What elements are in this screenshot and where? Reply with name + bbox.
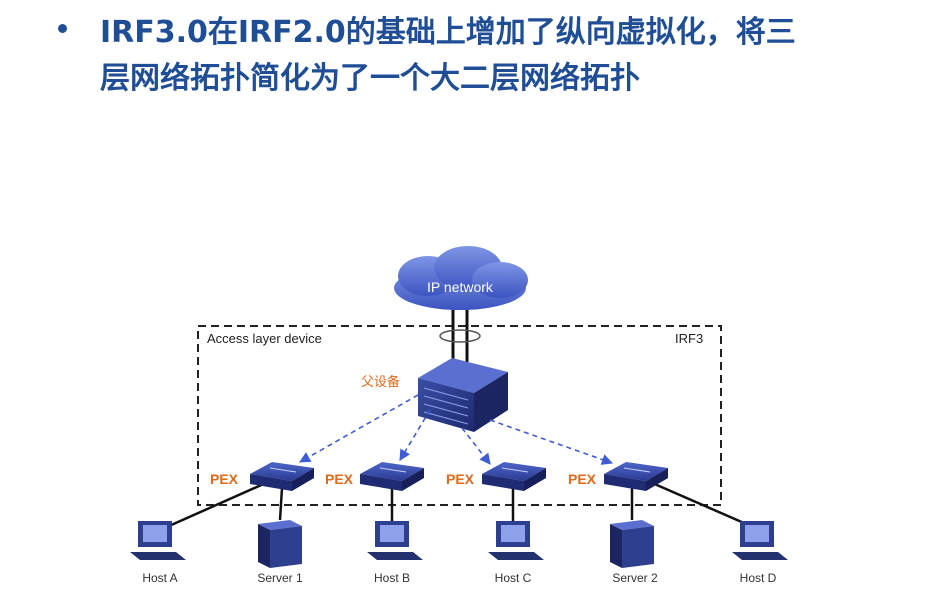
- pex-label-1: PEX: [210, 471, 239, 487]
- server-1-label: Server 1: [257, 571, 303, 585]
- host-c-label: Host C: [495, 571, 532, 585]
- host-d-label: Host D: [740, 571, 777, 585]
- parent-device-label: 父设备: [361, 374, 400, 390]
- bullet-text: IRF3.0在IRF2.0的基础上增加了纵向虚拟化，将三 层网络拓扑简化为了一个…: [100, 10, 900, 102]
- host-c-computer-icon: [488, 521, 544, 560]
- irf3-label: IRF3: [675, 331, 703, 346]
- host-a-label: Host A: [142, 571, 177, 585]
- pex-switch-2-icon: [360, 462, 424, 491]
- ip-network-cloud-icon: [394, 246, 528, 310]
- bullet-line-2: 层网络拓扑简化为了一个大二层网络拓扑: [100, 61, 640, 96]
- pex-switch-3-icon: [482, 462, 546, 491]
- host-a-computer-icon: [130, 521, 186, 560]
- host-b-computer-icon: [367, 521, 423, 560]
- bullet-icon: [58, 24, 67, 33]
- access-layer-label: Access layer device: [207, 331, 322, 346]
- bullet-line-1: IRF3.0在IRF2.0的基础上增加了纵向虚拟化，将三: [100, 15, 796, 50]
- ip-network-label: IP network: [427, 279, 494, 295]
- server-2-label: Server 2: [612, 571, 658, 585]
- pex-switch-4-icon: [604, 462, 668, 491]
- pex-label-2: PEX: [325, 471, 354, 487]
- pex-label-3: PEX: [446, 471, 475, 487]
- server-2-icon: [610, 520, 654, 568]
- host-d-computer-icon: [732, 521, 788, 560]
- server-1-icon: [258, 520, 302, 568]
- pex-label-4: PEX: [568, 471, 597, 487]
- uplink-lines: [439, 305, 481, 362]
- pex-switch-1-icon: [250, 462, 314, 491]
- virtual-links: [299, 394, 614, 465]
- host-b-label: Host B: [374, 571, 410, 585]
- irf3-boundary-box: [197, 325, 722, 506]
- parent-device-chassis-icon: [418, 358, 508, 432]
